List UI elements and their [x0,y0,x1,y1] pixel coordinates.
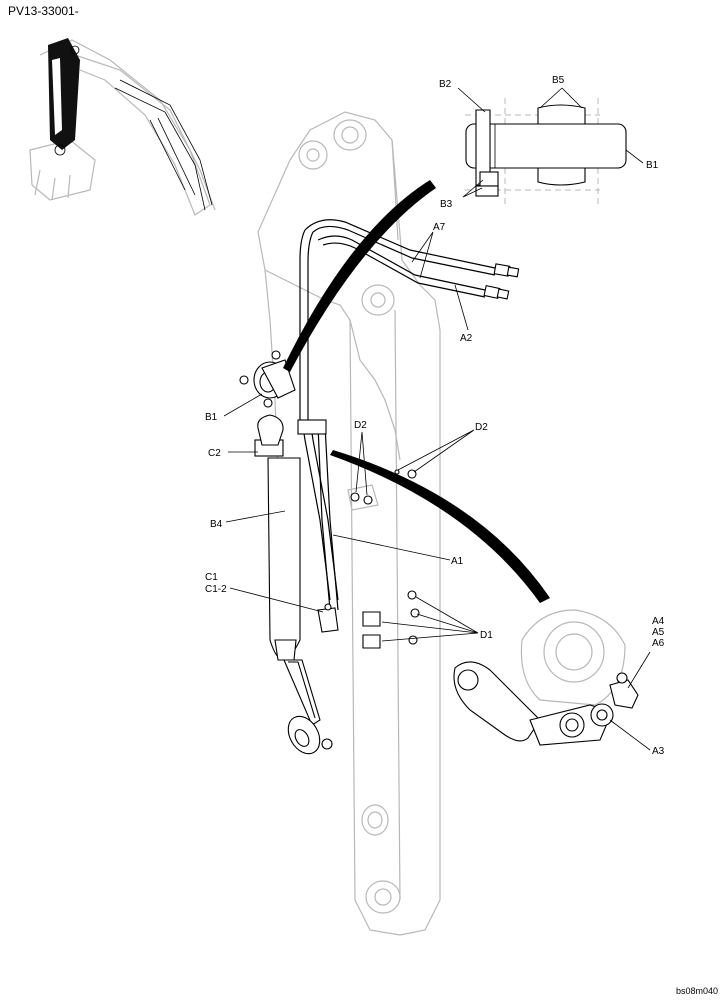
callout-d2-left: D2 [354,420,367,431]
hydraulic-cylinder [239,350,339,755]
callout-c1: C1 [205,572,218,583]
pin-detail-inset [465,98,627,205]
callout-a3: A3 [652,746,665,757]
callout-b2: B2 [439,79,452,90]
detail-pointer-top [283,180,436,372]
document-id: PV13-33001- [8,4,79,18]
callout-b3: B3 [440,199,453,210]
callout-b1-detail: B1 [646,160,659,171]
callout-b5: B5 [552,75,565,86]
callout-c1-2: C1-2 [205,584,227,595]
callout-a7: A7 [433,222,446,233]
link-detail-inset [453,609,639,746]
figure-reference: bs08m040 [675,986,718,996]
arm-structure [257,111,441,936]
callout-c2: C2 [208,448,221,459]
callout-a6: A6 [652,638,665,649]
callout-a5: A5 [652,627,665,638]
callout-a4: A4 [652,616,665,627]
leader-lines [223,87,651,751]
callout-a1: A1 [451,556,464,567]
excavator-thumbnail [29,38,216,216]
callout-a2: A2 [460,333,473,344]
fittings [350,469,420,649]
callout-labels: B2 B5 B1 B3 A7 A2 B1 C2 D2 D2 B4 A1 C1 C… [205,75,665,757]
hydraulic-pipes [297,219,520,611]
callout-b1: B1 [205,412,218,423]
callout-d1: D1 [480,630,493,641]
callout-d2-right: D2 [475,422,488,433]
callout-b4: B4 [210,519,223,530]
